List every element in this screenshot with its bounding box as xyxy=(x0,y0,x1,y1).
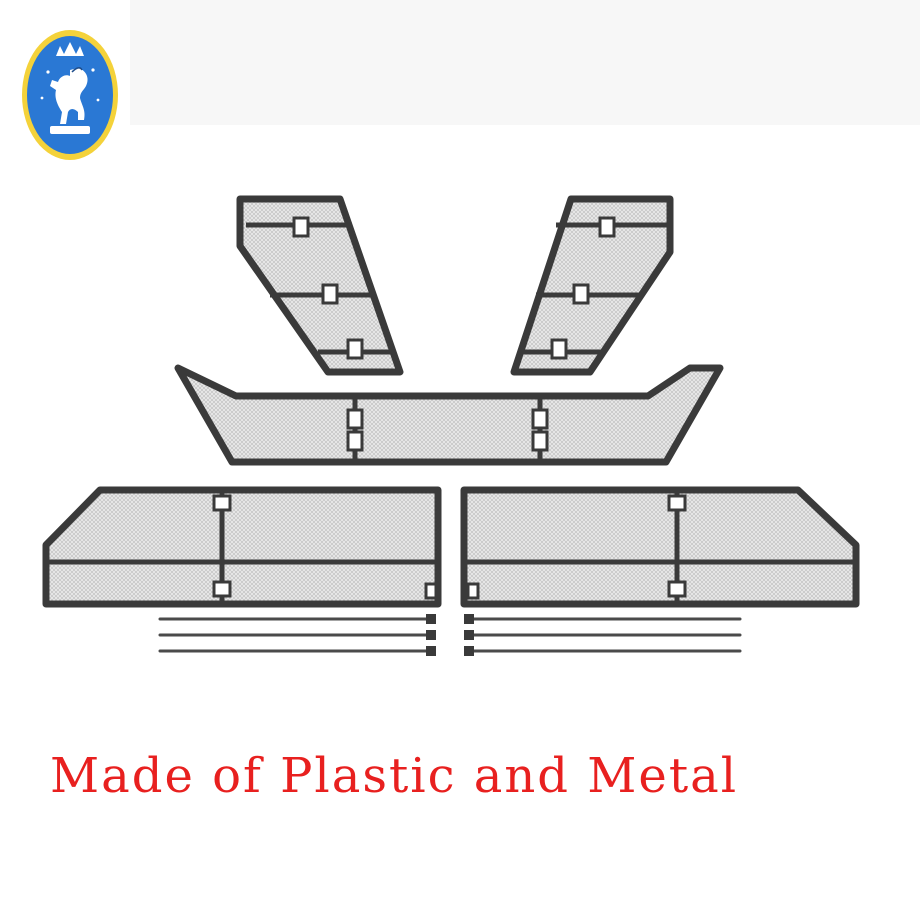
brand-logo-icon xyxy=(22,30,118,160)
material-caption: Made of Plastic and Metal xyxy=(50,748,739,804)
background-band xyxy=(130,0,920,125)
grille-screen-set-icon xyxy=(42,195,860,656)
